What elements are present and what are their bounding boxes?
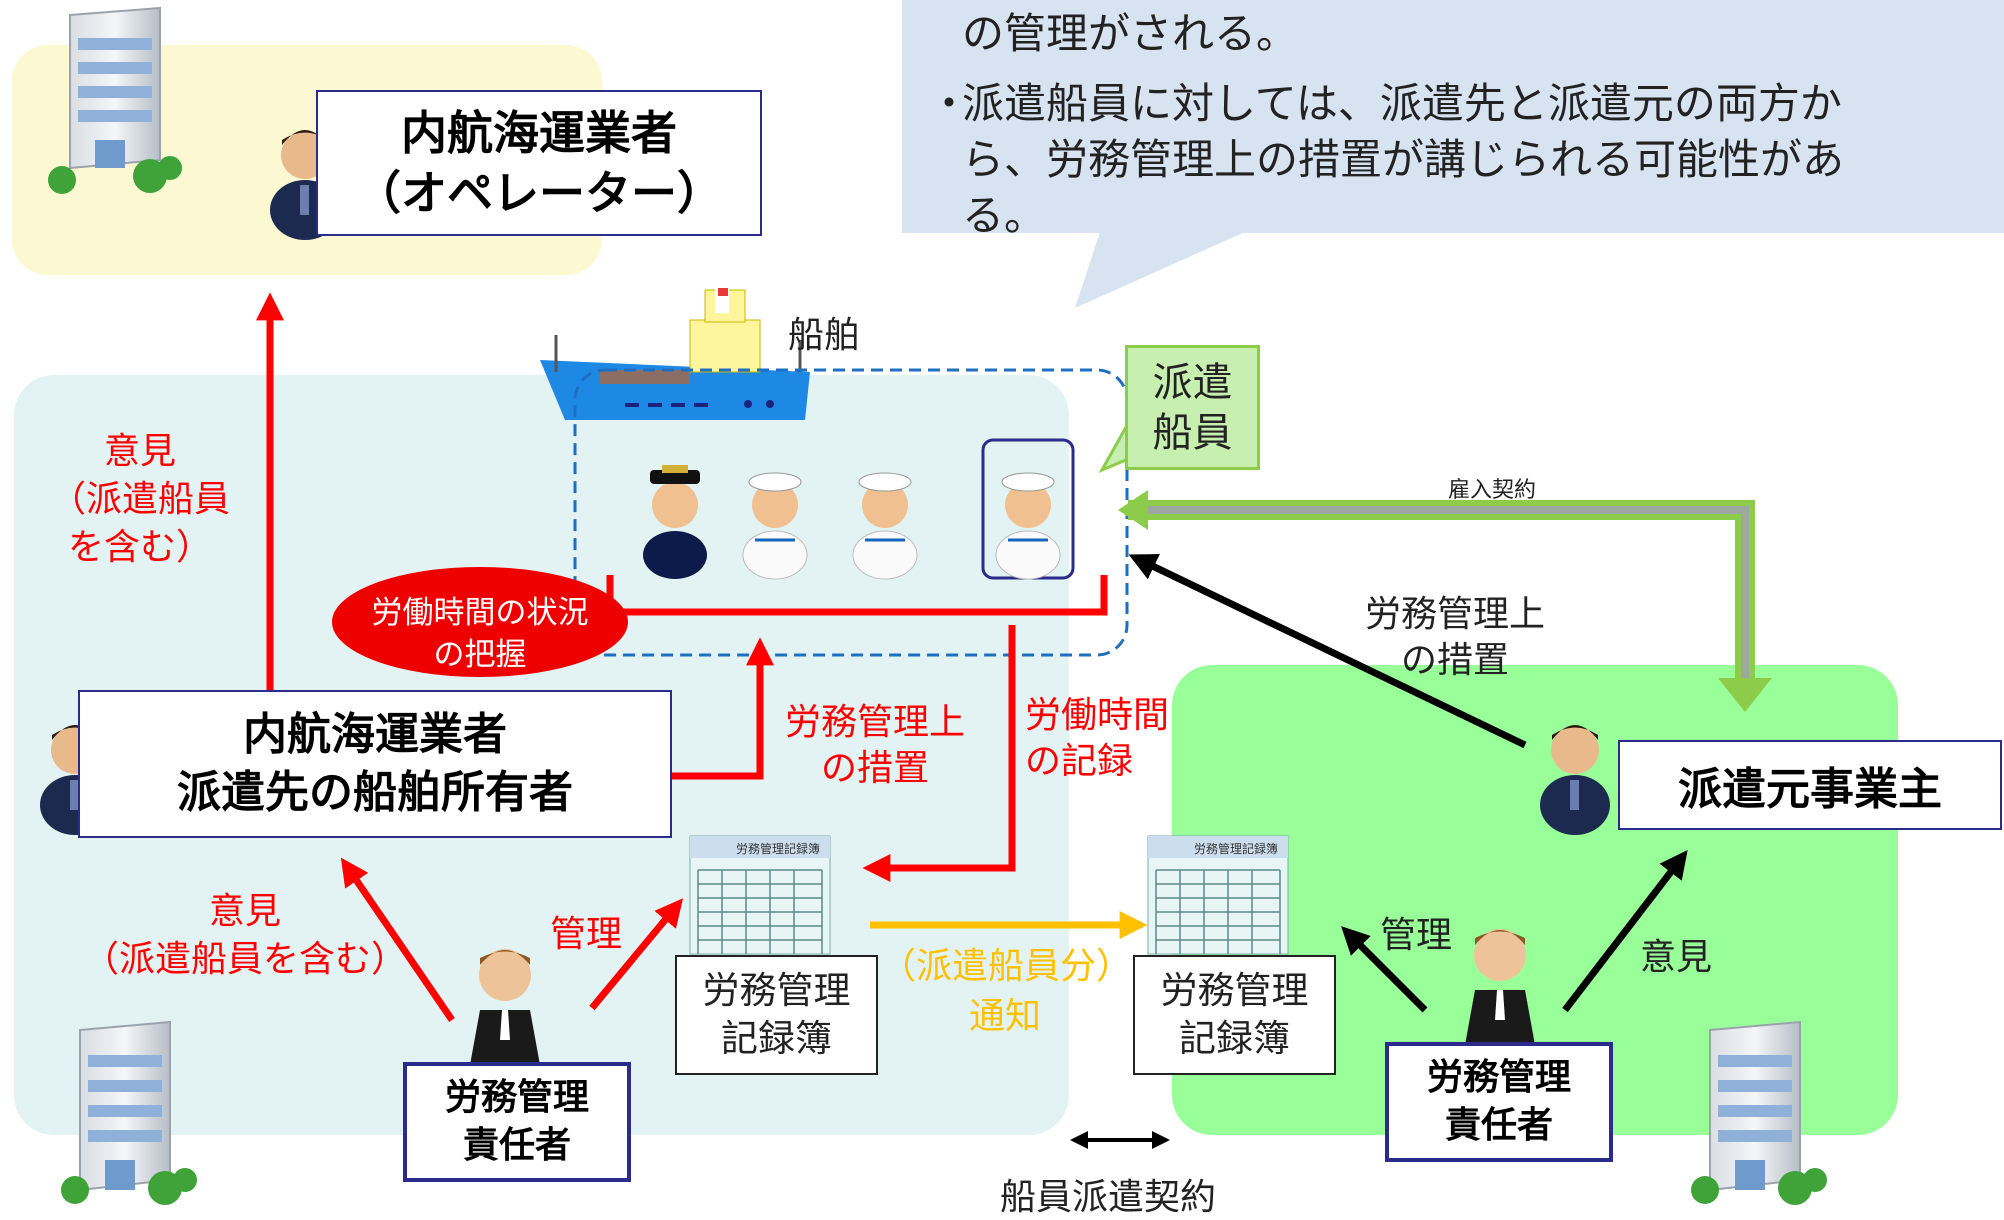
employment-contract-label: 雇入契約 <box>1448 478 1537 503</box>
dispatch-contract-arrow <box>1070 1131 1170 1149</box>
callout-bullet: ・ <box>928 79 971 128</box>
labor-measure-right-line2: の措置 <box>1400 640 1509 681</box>
callout-line4: る。 <box>962 191 1047 240</box>
manager-left-line2: 責任者 <box>462 1125 571 1166</box>
ledger-box-right: 労務管理 記録簿 <box>1133 955 1336 1075</box>
left-opinion-line3: を含む） <box>67 527 212 568</box>
shipowner-name: 内航海運業者 <box>243 709 507 760</box>
captain-icon <box>643 465 707 579</box>
manager-person-icon-right <box>1465 929 1535 1045</box>
labor-measure-center-line1: 労務管理上 <box>784 702 965 743</box>
notice-label: （派遣船員分） 通知 <box>880 942 1133 1042</box>
manager-box-left: 労務管理 責任者 <box>403 1062 631 1182</box>
manage-right-label: 管理 <box>1380 915 1453 956</box>
sailor-icon-1 <box>742 472 808 580</box>
operator-name: 内航海運業者 <box>401 106 677 160</box>
left-opinion-line2: （派遣船員 <box>49 479 230 520</box>
red-arrows <box>256 292 1108 1022</box>
ledger-title-right: 労務管理記録簿 <box>1194 842 1279 856</box>
manager-right-line2: 責任者 <box>1444 1105 1553 1146</box>
notice-line2: 通知 <box>968 996 1041 1037</box>
ledger-box-left: 労務管理 記録簿 <box>675 955 878 1075</box>
manager-right-line1: 労務管理 <box>1426 1057 1571 1098</box>
operator-box: 内航海運業者 （オペレーター） <box>316 90 762 236</box>
work-record-line1: 労働時間 <box>1025 695 1170 736</box>
sailor-icon-2 <box>852 472 918 580</box>
ship-label: 船舶 <box>788 315 861 356</box>
ledger-right-line2: 記録簿 <box>1179 1017 1290 1060</box>
ledger-left-line1: 労務管理 <box>702 969 851 1012</box>
bottom-opinion-line1: 意見 <box>208 891 281 932</box>
work-status-label: 労働時間の状況 の把握 <box>332 592 628 676</box>
dispatched-line2: 船員 <box>1152 409 1233 456</box>
shipowner-box: 内航海運業者 派遣先の船舶所有者 <box>78 690 672 838</box>
dispatch-contract-label: 船員派遣契約 <box>1000 1177 1217 1218</box>
ledger-left-line2: 記録簿 <box>721 1017 832 1060</box>
ledger-sheet-right <box>1147 835 1289 955</box>
labor-measure-center-label: 労務管理上 の措置 <box>765 700 985 792</box>
left-opinion-line1: 意見 <box>103 431 176 472</box>
bottom-opinion-line2: （派遣船員を含む） <box>82 939 407 980</box>
labor-measure-center-line2: の措置 <box>820 748 929 789</box>
manage-left-label: 管理 <box>550 914 623 955</box>
ledger-title-left: 労務管理記録簿 <box>736 842 821 856</box>
building-icon-top-left <box>48 6 182 194</box>
manager-person-icon-left <box>470 949 540 1065</box>
work-status-line2: の把握 <box>433 637 527 673</box>
explanation-callout <box>902 0 2004 233</box>
shipowner-role: 派遣先の船舶所有者 <box>177 767 573 818</box>
dispatcher-name: 派遣元事業主 <box>1678 764 1942 815</box>
labor-measure-right-label: 労務管理上 の措置 <box>1345 592 1565 684</box>
labor-measure-right-line1: 労務管理上 <box>1364 594 1545 635</box>
callout-line3: ら、労務管理上の措置が講じられる可能性があ <box>962 135 1845 184</box>
dispatcher-person-icon <box>1540 725 1610 835</box>
ship-icon <box>540 285 810 420</box>
employment-contract-arrow <box>1118 490 1772 712</box>
operator-role: （オペレーター） <box>355 166 723 220</box>
building-icon-bottom-left <box>61 1020 197 1205</box>
work-record-line2: の記録 <box>1025 741 1134 782</box>
building-icon-bottom-right <box>1691 1020 1827 1205</box>
work-status-oval <box>332 567 628 677</box>
ledger-right-line1: 労務管理 <box>1160 969 1309 1012</box>
callout-line2: 派遣船員に対しては、派遣先と派遣元の両方か <box>962 79 1842 128</box>
black-arrows <box>1128 554 1688 1013</box>
dispatched-sailor-icon <box>995 472 1061 580</box>
notice-line1: （派遣船員分） <box>880 946 1133 987</box>
ledger-sheet-left <box>689 835 831 955</box>
callout-line1: の管理がされる。 <box>962 9 1299 58</box>
right-opinion-label: 意見 <box>1640 937 1713 978</box>
work-status-line1: 労働時間の状況 <box>371 595 589 631</box>
manager-left-line1: 労務管理 <box>444 1077 589 1118</box>
work-record-label: 労働時間 の記録 <box>1025 693 1205 785</box>
dispatcher-box: 派遣元事業主 <box>1618 740 2002 830</box>
dispatched-line1: 派遣 <box>1152 359 1233 406</box>
manager-box-right: 労務管理 責任者 <box>1385 1042 1613 1162</box>
bottom-opinion-label: 意見 （派遣船員を含む） <box>40 888 450 984</box>
left-opinion-label: 意見 （派遣船員 を含む） <box>40 428 240 572</box>
dispatched-seafarer-callout: 派遣 船員 <box>1125 345 1260 470</box>
